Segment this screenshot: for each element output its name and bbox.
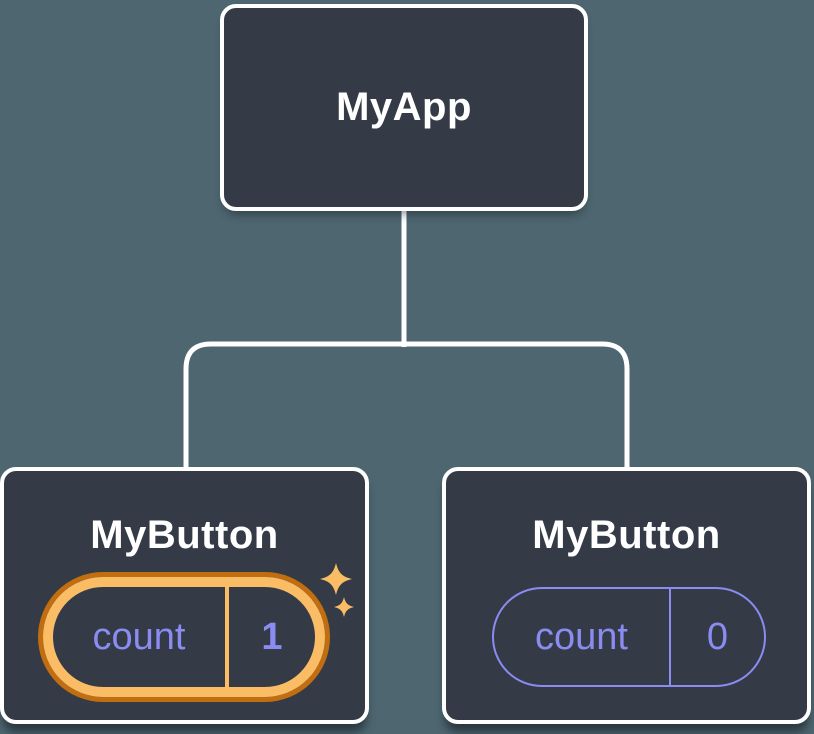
state-name: count: [494, 589, 671, 685]
node-title: MyApp: [336, 85, 472, 129]
state-value: 0: [706, 615, 729, 658]
state-name: count: [53, 587, 229, 687]
sparkles-icon: [320, 563, 354, 617]
state-value: 1: [261, 615, 283, 658]
node-mybutton-1: MyButton count 1: [0, 467, 369, 724]
node-myapp: MyApp: [220, 4, 588, 211]
state-pill: count 0: [492, 587, 766, 687]
node-title: MyButton: [90, 513, 279, 557]
state-pill-highlighted: count 1: [43, 577, 325, 697]
node-mybutton-2: MyButton count 0: [442, 467, 811, 724]
node-title: MyButton: [532, 513, 721, 557]
